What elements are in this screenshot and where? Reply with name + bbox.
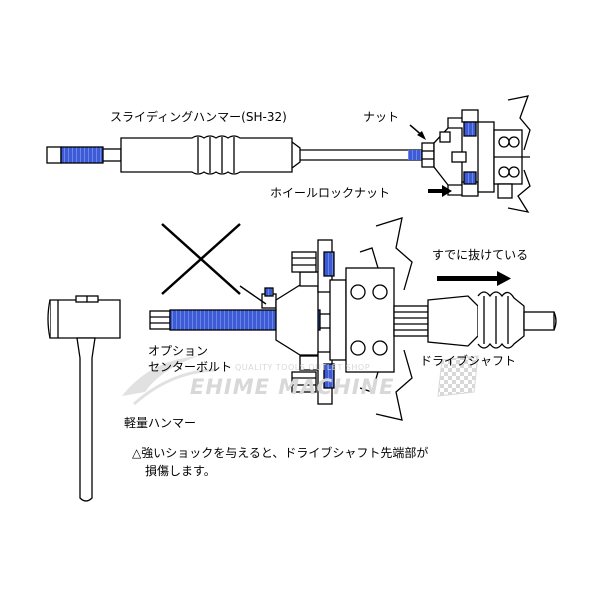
swoosh-logo-icon	[122, 356, 215, 406]
nut-pointer-arrow	[409, 124, 426, 140]
center-bolt-label: センターボルト	[148, 360, 233, 374]
sliding-hammer-drawing	[46, 95, 531, 213]
option-label: オプション	[148, 344, 209, 358]
warning-text-line1: △強いショックを与えると、ドライブシャフト先端部が	[132, 446, 429, 460]
nut-label: ナット	[363, 110, 400, 124]
watermark-brand: EHIME MACHINE	[190, 375, 395, 399]
light-hammer-drawing	[47, 295, 121, 502]
center-bolt-drawing	[149, 217, 557, 421]
x-mark-icon	[161, 223, 241, 295]
hammer-end-cap	[46, 146, 62, 164]
wheel-lock-nut-label: ホイールロックナット	[270, 186, 391, 200]
cv-boot	[477, 291, 525, 349]
center-bolt-pointer	[239, 285, 267, 305]
watermark-tagline: QUALITY TOOLS OUTLET SHOP	[235, 363, 371, 372]
warning-text-line2: 損傷します。	[145, 464, 216, 478]
right-arrow-icon	[437, 271, 511, 286]
drive-shaft-label: ドライブシャフト	[420, 354, 517, 368]
checkered-flag-icon	[437, 355, 479, 397]
cv-joint-housing	[427, 295, 479, 347]
hammer-weight-grip	[120, 135, 293, 175]
already-removed-label: すでに抜けている	[432, 248, 529, 262]
wheel-lock-nut-arrow	[428, 185, 452, 197]
hammer-threaded-tip	[60, 146, 104, 164]
sliding-hammer-label: スライディングハンマー(SH-32)	[110, 110, 287, 124]
light-hammer-label: 軽量ハンマー	[124, 416, 197, 430]
